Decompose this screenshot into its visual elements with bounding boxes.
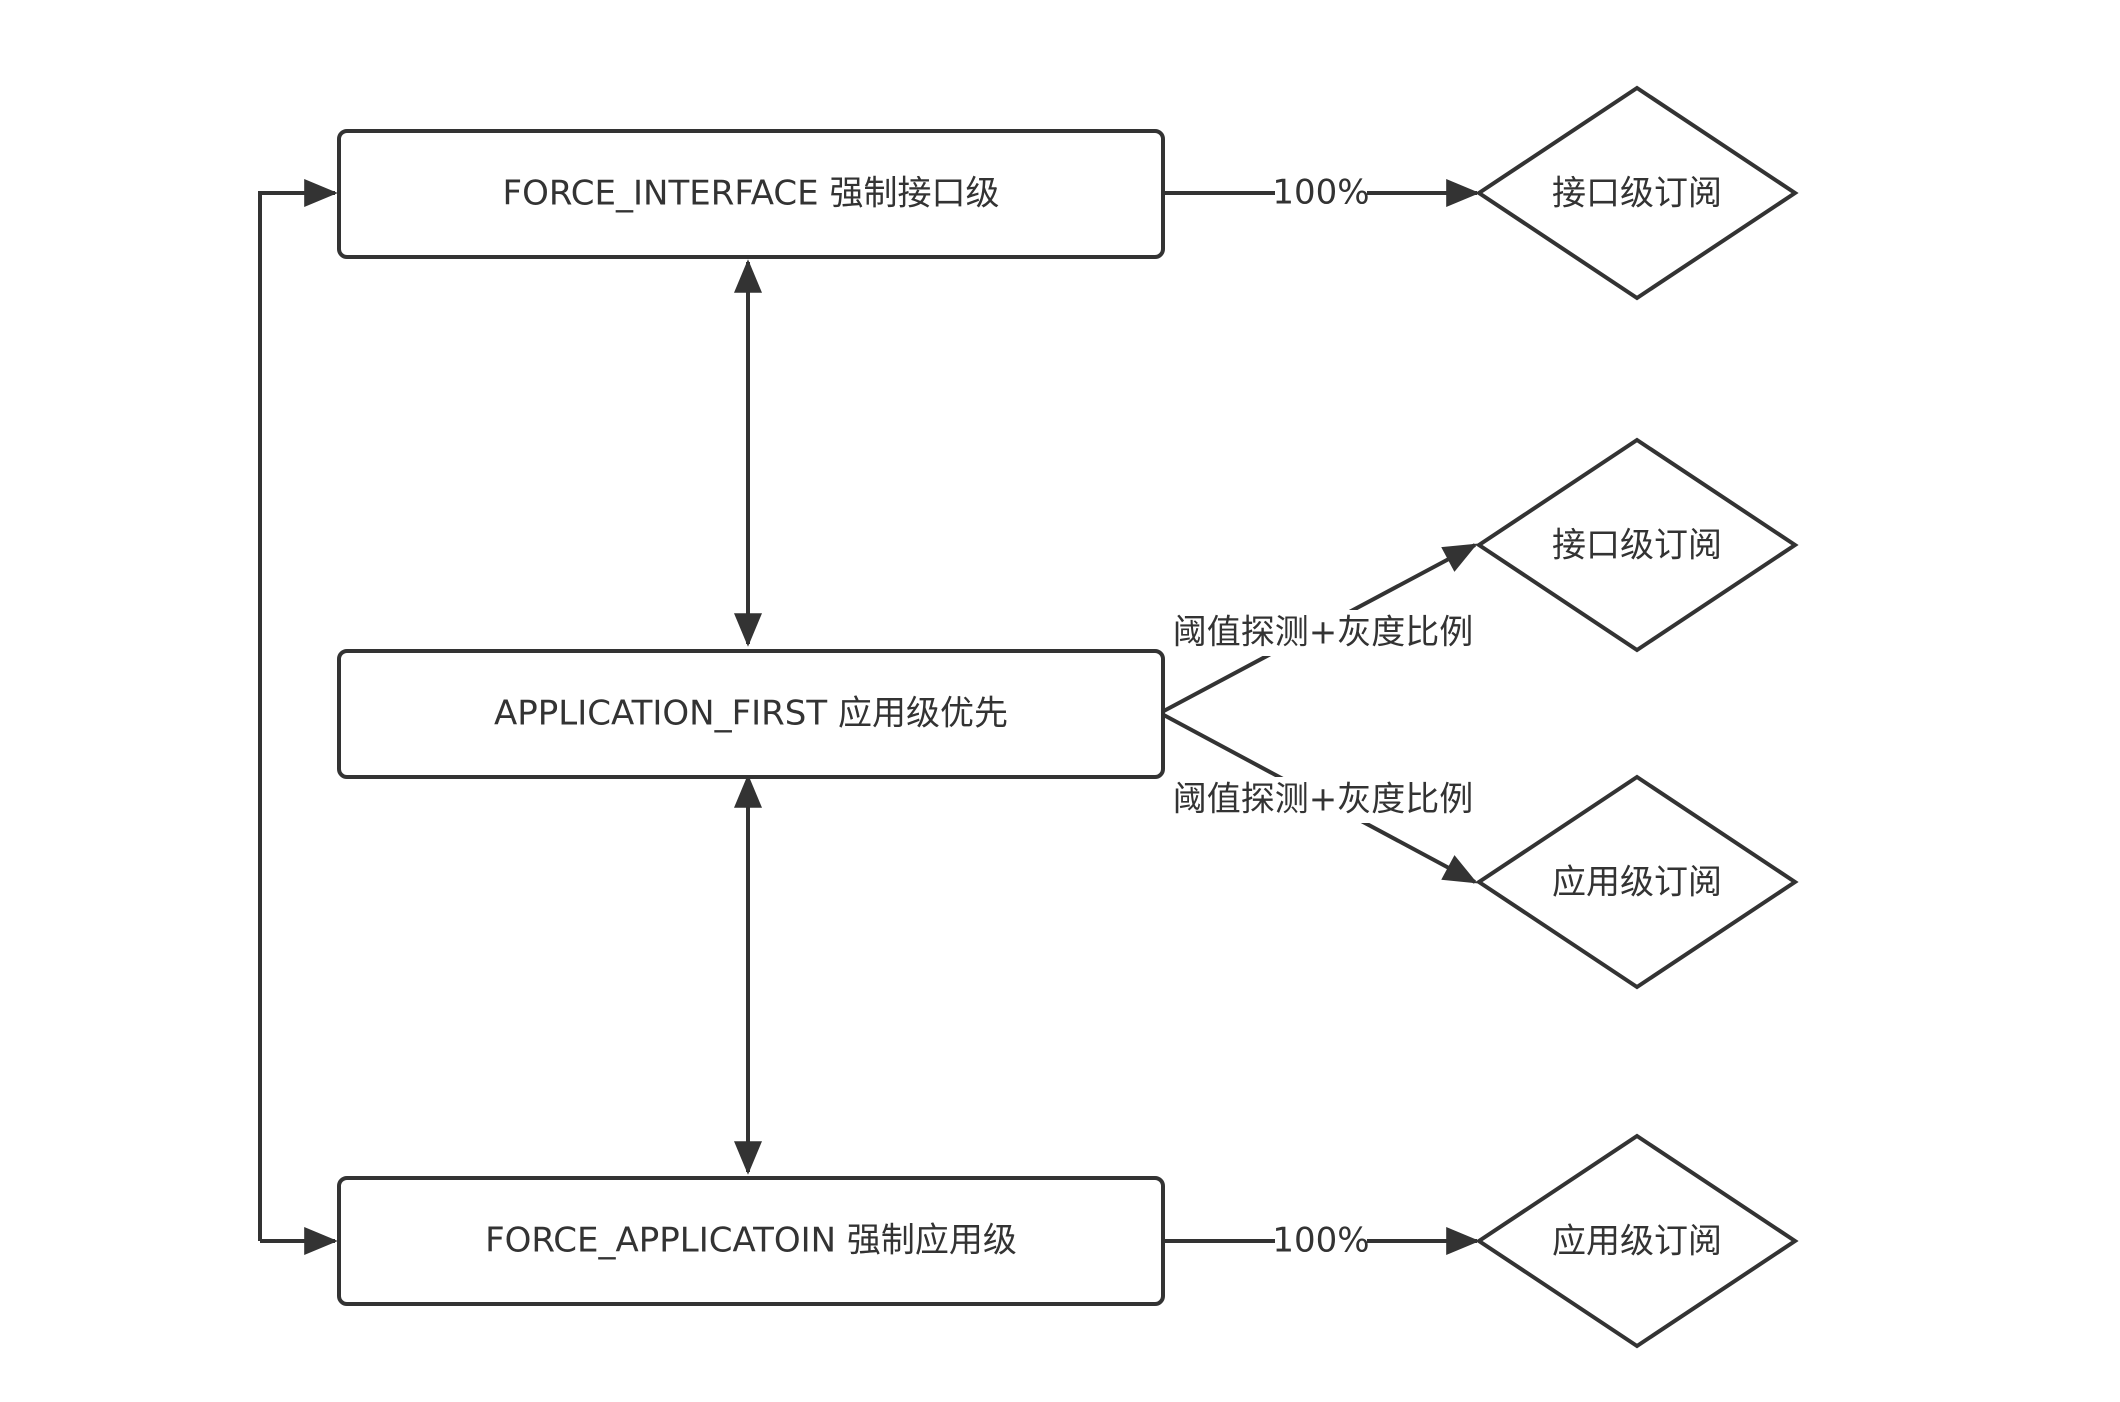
- node-application-first-label: APPLICATION_FIRST 应用级优先: [494, 694, 1008, 734]
- node-force-application: FORCE_APPLICATOIN 强制应用级: [337, 1176, 1165, 1306]
- node-interface-sub-mid-label: 接口级订阅: [1552, 526, 1722, 566]
- edge-label-bg-bottom: [1275, 1220, 1367, 1262]
- node-interface-sub-top-label: 接口级订阅: [1552, 174, 1722, 214]
- node-force-interface-label: FORCE_INTERFACE 强制接口级: [503, 174, 1000, 214]
- edge-label-bg-top: [1275, 172, 1367, 214]
- node-interface-sub-mid: 接口级订阅: [1475, 437, 1799, 653]
- loop-connector-to-force-interface: [258, 179, 338, 1241]
- edge-label-bottom-percent: 100%: [1272, 1221, 1369, 1261]
- node-application-first: APPLICATION_FIRST 应用级优先: [337, 649, 1165, 779]
- node-application-sub-bottom-label: 应用级订阅: [1552, 1222, 1722, 1262]
- node-force-interface: FORCE_INTERFACE 强制接口级: [337, 129, 1165, 259]
- node-application-sub-bottom: 应用级订阅: [1475, 1133, 1799, 1349]
- edge-label-bg-mid-upper: [1170, 610, 1470, 656]
- edge-label-bg-mid-lower: [1170, 777, 1470, 823]
- node-application-sub-mid-label: 应用级订阅: [1552, 863, 1722, 903]
- edge-label-mid-lower: 阈值探测+灰度比例: [1173, 780, 1474, 820]
- node-interface-sub-top: 接口级订阅: [1475, 85, 1799, 301]
- edge-label-mid-upper: 阈值探测+灰度比例: [1173, 613, 1474, 653]
- edge-label-top-percent: 100%: [1272, 173, 1369, 213]
- node-force-application-label: FORCE_APPLICATOIN 强制应用级: [485, 1221, 1017, 1261]
- node-application-sub-mid: 应用级订阅: [1475, 774, 1799, 990]
